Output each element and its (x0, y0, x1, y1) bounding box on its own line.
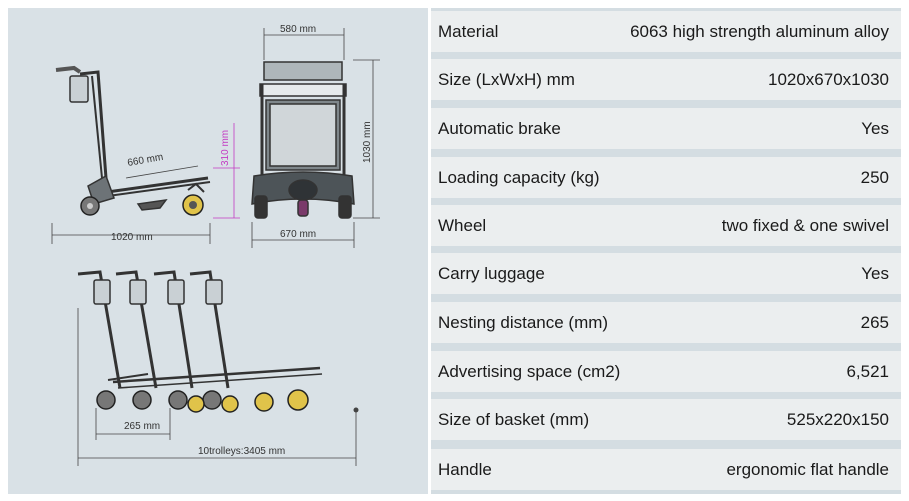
side-view-dimensions: 1020 mm 660 mm 310 mm (51, 123, 240, 244)
front-view-trolley (251, 61, 355, 219)
spec-row-material: Material 6063 high strength aluminum all… (431, 11, 901, 52)
spec-value: ergonomic flat handle (726, 459, 889, 479)
spec-value: two fixed & one swivel (721, 215, 889, 235)
technical-drawing-panel: 1020 mm 660 mm 310 mm 580 mm (8, 8, 428, 494)
spec-label: Size of basket (mm) (438, 409, 590, 429)
spec-label: Wheel (438, 215, 487, 235)
spec-row-wheel: Wheel two fixed & one swivel (431, 205, 901, 246)
spec-label: Size (LxWxH) mm (438, 69, 575, 89)
spec-row-loading-capacity: Loading capacity (kg) 250 (431, 157, 901, 198)
spec-value: 265 (860, 312, 889, 332)
dim-depth-label: 670 mm (280, 229, 316, 240)
dim-platform-height-label: 310 mm (220, 130, 231, 166)
spec-row-handle: Handle ergonomic flat handle (431, 449, 901, 490)
spec-value: 250 (860, 167, 889, 187)
dim-platform-label: 660 mm (127, 152, 164, 169)
spec-value: 1020x670x1030 (767, 69, 889, 89)
spec-row-automatic-brake: Automatic brake Yes (431, 108, 901, 149)
side-view-trolley (55, 65, 211, 216)
spec-table: Material 6063 high strength aluminum all… (431, 8, 901, 494)
spec-row-advertising-space: Advertising space (cm2) 6,521 (431, 351, 901, 392)
spec-value: Yes (861, 118, 889, 138)
nested-trolleys (77, 270, 323, 413)
spec-value: Yes (861, 263, 889, 283)
dim-length-label: 1020 mm (111, 232, 153, 243)
spec-row-size: Size (LxWxH) mm 1020x670x1030 (431, 59, 901, 100)
spec-label: Carry luggage (438, 263, 545, 283)
spec-label: Material (438, 21, 499, 41)
spec-row-carry-luggage: Carry luggage Yes (431, 253, 901, 294)
dim-nesting-label: 265 mm (124, 421, 160, 432)
front-view-dimensions: 580 mm 1030 mm 670 mm (251, 24, 380, 248)
nested-dimensions: 265 mm 10trolleys:3405 mm (77, 308, 359, 466)
spec-row-basket-size: Size of basket (mm) 525x220x150 (431, 399, 901, 440)
dim-top-width-label: 580 mm (280, 24, 316, 35)
spec-value: 525x220x150 (786, 409, 889, 429)
spec-label: Loading capacity (kg) (438, 167, 600, 187)
spec-value: 6,521 (846, 361, 889, 381)
spec-label: Nesting distance (mm) (438, 312, 609, 332)
spec-label: Handle (438, 459, 492, 479)
spec-label: Advertising space (cm2) (438, 361, 621, 381)
spec-row-nesting-distance: Nesting distance (mm) 265 (431, 302, 901, 343)
dim-total-label: 10trolleys:3405 mm (198, 446, 285, 457)
trolley-drawing: 1020 mm 660 mm 310 mm 580 mm (51, 24, 380, 466)
dim-height-label: 1030 mm (362, 121, 373, 163)
spec-value: 6063 high strength aluminum alloy (630, 21, 889, 41)
spec-label: Automatic brake (438, 118, 561, 138)
